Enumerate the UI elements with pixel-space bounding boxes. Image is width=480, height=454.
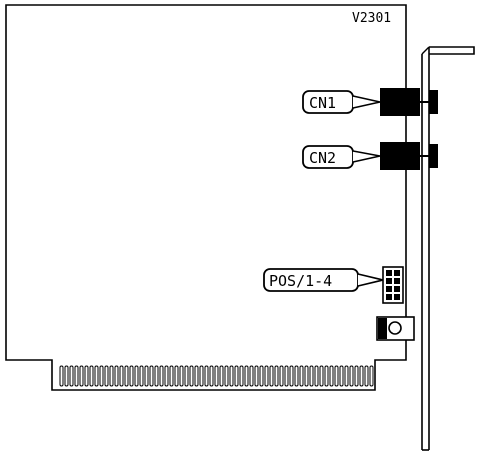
connector-finger bbox=[224, 365, 229, 387]
connector-finger bbox=[269, 365, 274, 387]
connector-finger bbox=[304, 365, 309, 387]
connector-finger bbox=[364, 365, 369, 387]
pos-jumper-block bbox=[382, 266, 404, 304]
connector-finger bbox=[239, 365, 244, 387]
callout-cn2: CN2 bbox=[302, 145, 381, 169]
jumper-pin bbox=[394, 294, 400, 300]
connector-finger bbox=[334, 365, 339, 387]
connector-finger bbox=[184, 365, 189, 387]
connector-finger bbox=[74, 365, 79, 387]
connector-finger bbox=[244, 365, 249, 387]
connector-finger bbox=[314, 365, 319, 387]
jumper-pin bbox=[394, 270, 400, 276]
connector-finger bbox=[124, 365, 129, 387]
connector-finger bbox=[359, 365, 364, 387]
connector-finger bbox=[134, 365, 139, 387]
connector-finger bbox=[89, 365, 94, 387]
connector-finger bbox=[154, 365, 159, 387]
connector-finger bbox=[369, 365, 374, 387]
connector-finger bbox=[259, 365, 264, 387]
jumper-pin bbox=[386, 270, 392, 276]
connector-finger bbox=[59, 365, 64, 387]
connector-finger bbox=[309, 365, 314, 387]
callout-cn1: CN1 bbox=[302, 90, 381, 114]
connector-finger bbox=[139, 365, 144, 387]
connector-finger bbox=[164, 365, 169, 387]
connector-finger bbox=[294, 365, 299, 387]
connector-finger bbox=[114, 365, 119, 387]
connector-finger bbox=[204, 365, 209, 387]
connector-finger bbox=[104, 365, 109, 387]
connector-finger bbox=[339, 365, 344, 387]
connector-finger bbox=[229, 365, 234, 387]
callout-pos: POS/1-4 bbox=[263, 268, 384, 292]
connector-finger bbox=[94, 365, 99, 387]
connector-finger bbox=[264, 365, 269, 387]
connector-finger bbox=[279, 365, 284, 387]
connector-finger bbox=[249, 365, 254, 387]
connector-finger bbox=[349, 365, 354, 387]
connector-finger bbox=[109, 365, 114, 387]
cn1-label: CN1 bbox=[309, 94, 336, 112]
cn2-label: CN2 bbox=[309, 149, 336, 167]
connector-finger bbox=[219, 365, 224, 387]
board-outline bbox=[5, 4, 407, 391]
connector-finger bbox=[84, 365, 89, 387]
connector-finger bbox=[174, 365, 179, 387]
connector-finger bbox=[319, 365, 324, 387]
connector-finger bbox=[354, 365, 359, 387]
connector-finger bbox=[289, 365, 294, 387]
connector-finger bbox=[284, 365, 289, 387]
jumper-pin bbox=[394, 278, 400, 284]
connector-finger bbox=[199, 365, 204, 387]
connector-finger bbox=[64, 365, 69, 387]
connector-finger bbox=[274, 365, 279, 387]
connector-cn1 bbox=[380, 88, 438, 116]
jumper-pin bbox=[386, 278, 392, 284]
connector-finger bbox=[149, 365, 154, 387]
connector-finger bbox=[329, 365, 334, 387]
jumper-pin bbox=[386, 286, 392, 292]
mounting-bracket bbox=[421, 46, 475, 451]
jumper-pin bbox=[386, 294, 392, 300]
connector-finger bbox=[119, 365, 124, 387]
jumper-pin bbox=[394, 286, 400, 292]
connector-cn2 bbox=[380, 142, 438, 170]
connector-finger bbox=[214, 365, 219, 387]
connector-finger bbox=[179, 365, 184, 387]
connector-finger bbox=[159, 365, 164, 387]
connector-finger bbox=[169, 365, 174, 387]
connector-finger bbox=[129, 365, 134, 387]
connector-finger bbox=[189, 365, 194, 387]
connector-finger bbox=[144, 365, 149, 387]
board-id-label: V2301 bbox=[352, 11, 391, 26]
connector-finger bbox=[69, 365, 74, 387]
connector-finger bbox=[79, 365, 84, 387]
edge-connector bbox=[59, 365, 374, 387]
led-component bbox=[376, 316, 415, 341]
pos-label: POS/1-4 bbox=[269, 272, 332, 290]
connector-finger bbox=[209, 365, 214, 387]
connector-finger bbox=[299, 365, 304, 387]
connector-finger bbox=[234, 365, 239, 387]
connector-finger bbox=[344, 365, 349, 387]
connector-finger bbox=[194, 365, 199, 387]
connector-finger bbox=[254, 365, 259, 387]
connector-finger bbox=[324, 365, 329, 387]
connector-finger bbox=[99, 365, 104, 387]
